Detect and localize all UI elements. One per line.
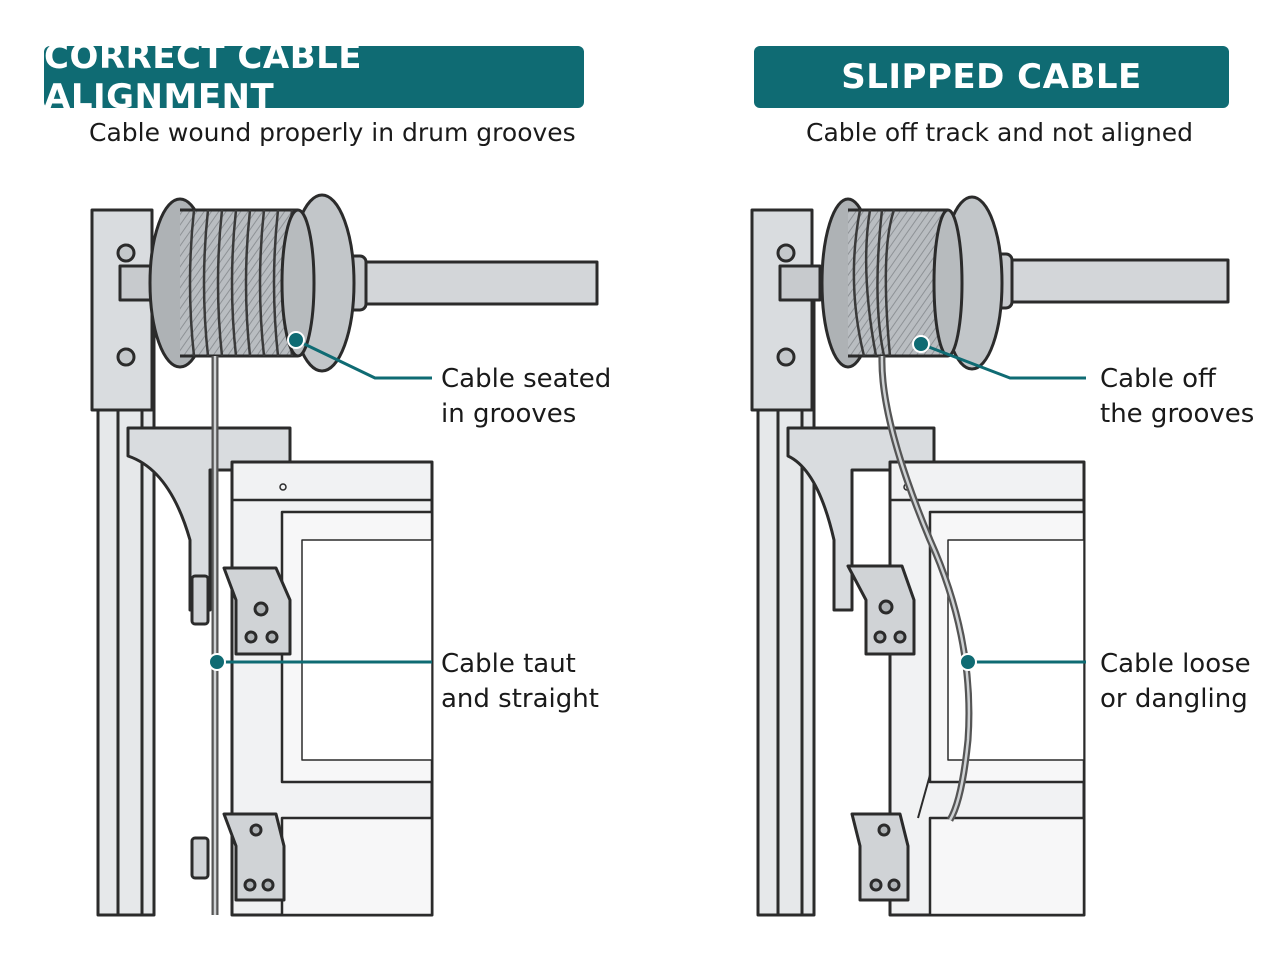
panel-subtitle: Cable off track and not aligned (806, 118, 1193, 147)
end-bearing-plate (750, 208, 814, 412)
wound-cable-misaligned (852, 209, 896, 357)
panel-title: CORRECT CABLE ALIGNMENT (44, 37, 584, 117)
callout-line: and straight (441, 684, 599, 714)
end-bearing-plate (90, 208, 154, 412)
leader-line (295, 338, 432, 380)
callout-line: Cable off (1100, 364, 1216, 394)
callout-line: Cable seated (441, 364, 612, 394)
hinge (222, 812, 286, 902)
correct-alignment-panel: CORRECT CABLE ALIGNMENT Cable wound prop… (44, 37, 612, 717)
callout-line: or dangling (1100, 684, 1248, 714)
callout-cable-taut: Cable taut and straight (441, 647, 599, 717)
callout-cable-seated: Cable seated in grooves (441, 362, 611, 432)
panel-title: SLIPPED CABLE (754, 46, 1229, 108)
cable-drum (848, 210, 948, 356)
callout-cable-off: Cable off the grooves (1100, 362, 1254, 432)
panel-subtitle: Cable wound properly in drum grooves (89, 118, 576, 147)
callout-cable-loose: Cable loose or dangling (1100, 647, 1251, 717)
bottom-bracket (786, 426, 936, 612)
panel-title-text: SLIPPED CABLE (841, 57, 1142, 97)
leader-line (920, 342, 1086, 380)
panel-title-text: CORRECT CABLE ALIGNMENT (44, 37, 362, 117)
slipped-cable-panel: SLIPPED CABLE Cable off track and not al… (640, 0, 1280, 958)
callout-line: Cable taut (441, 649, 576, 679)
left-illustration (90, 193, 599, 917)
right-illustration (750, 195, 1230, 917)
callout-line: the grooves (1100, 399, 1255, 429)
cable-drum (180, 210, 298, 356)
callout-line: in grooves (441, 399, 577, 429)
callout-line: Cable loose (1100, 649, 1251, 679)
bottom-bracket (126, 426, 292, 612)
